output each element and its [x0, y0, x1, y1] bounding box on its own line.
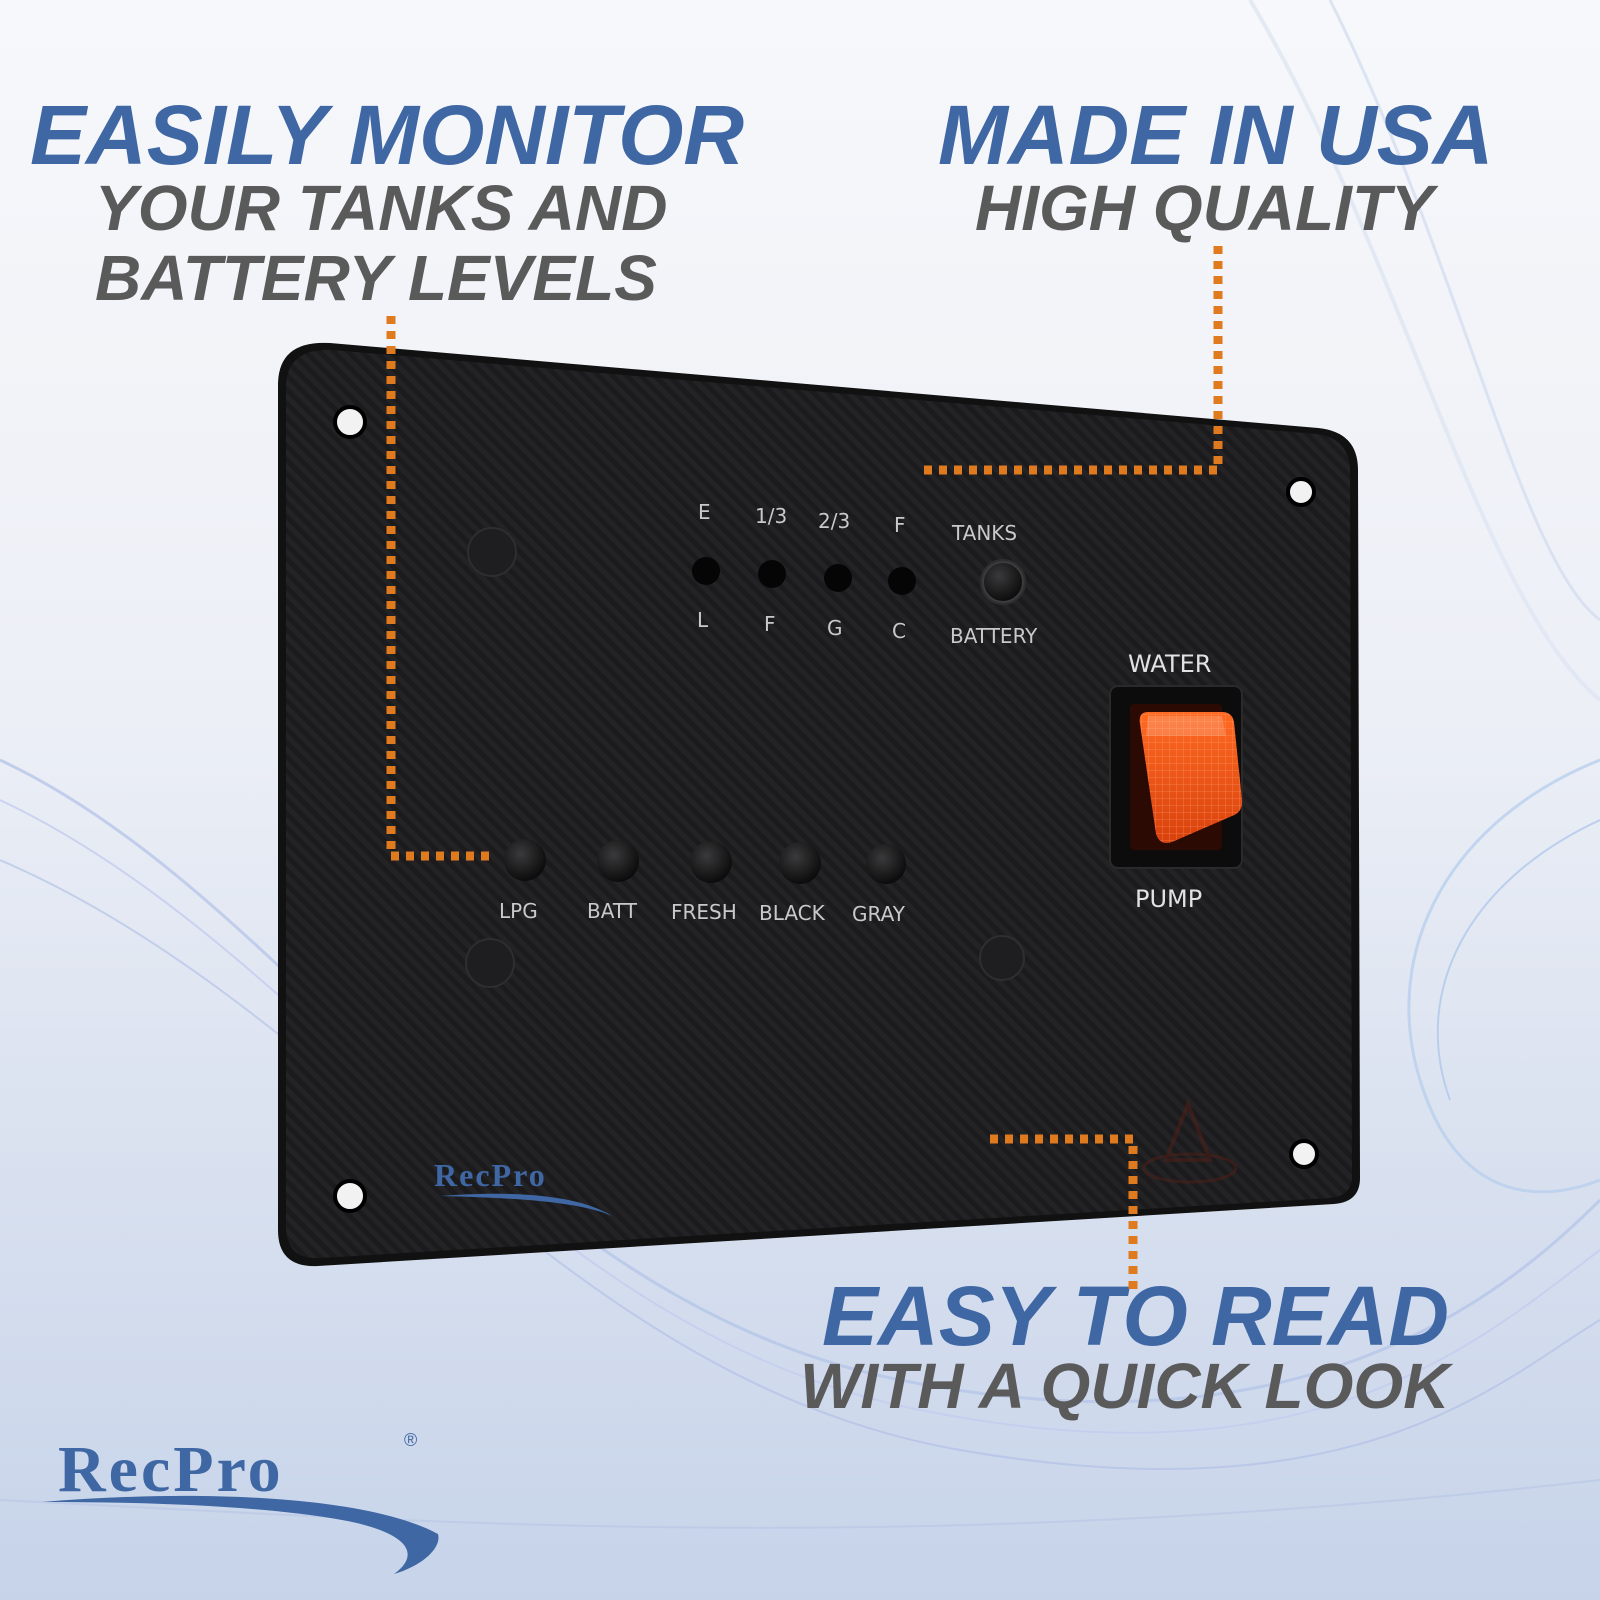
level-led-2-3	[824, 564, 852, 592]
panel-logo: RecPro	[434, 1157, 612, 1216]
registered-mark: ®	[404, 1430, 418, 1450]
headline-monitor-line2: BATTERY LEVELS	[95, 242, 657, 314]
callout-lines	[386, 246, 1223, 1290]
level-label-bottom-l: L	[697, 608, 709, 632]
level-label-top-2-3: 2/3	[818, 509, 850, 533]
level-label-top-e: E	[698, 500, 711, 524]
headline-monitor-line1: YOUR TANKS AND	[95, 172, 668, 244]
callout-line-read	[990, 1134, 1138, 1290]
embossed-emblem-icon	[1142, 1098, 1238, 1184]
level-label-bottom-g: G	[827, 616, 843, 640]
tank-label-fresh: FRESH	[671, 900, 737, 924]
tank-label-batt: BATT	[587, 899, 638, 923]
black-button[interactable]	[779, 842, 821, 884]
lpg-button[interactable]	[504, 839, 546, 881]
level-led-e	[692, 557, 720, 585]
mounting-hole	[333, 405, 367, 439]
level-label-top-1-3: 1/3	[755, 504, 787, 528]
mounting-hole	[333, 1179, 367, 1213]
tank-label-lpg: LPG	[499, 899, 538, 923]
screw-cap	[467, 527, 517, 577]
mounting-hole	[1289, 1139, 1319, 1169]
level-led-1-3	[758, 560, 786, 588]
level-leds	[692, 557, 916, 595]
level-label-bottom-c: C	[892, 619, 906, 643]
brand-logo-text: RecPro	[58, 1433, 284, 1506]
brand-logo: RecPro ®	[42, 1430, 462, 1574]
headline-usa-title: MADE IN USA	[938, 88, 1494, 182]
mounting-hole	[1286, 477, 1316, 507]
headline-usa-subtitle: HIGH QUALITY	[975, 172, 1434, 244]
callout-line-usa	[922, 246, 1223, 475]
level-label-top-f: F	[894, 513, 906, 537]
callout-line-monitor	[386, 316, 496, 861]
tanks-battery-button[interactable]	[982, 561, 1024, 603]
batt-button[interactable]	[597, 840, 639, 882]
mode-label-tanks: TANKS	[951, 521, 1017, 545]
screw-cap	[979, 935, 1025, 981]
mode-label-battery: BATTERY	[950, 624, 1038, 648]
brand-swoosh-icon	[42, 1495, 439, 1574]
level-label-bottom-f: F	[764, 612, 776, 636]
switch-label-pump: PUMP	[1135, 885, 1202, 913]
headline-read-subtitle: WITH A QUICK LOOK	[800, 1350, 1450, 1422]
water-pump-rocker-switch[interactable]	[1139, 712, 1243, 843]
headline-monitor-title: EASILY MONITOR	[30, 88, 745, 182]
level-led-f	[888, 567, 916, 595]
panel-logo-text: RecPro	[434, 1157, 547, 1193]
switch-label-water: WATER	[1128, 650, 1211, 678]
screw-cap	[465, 938, 515, 988]
tank-label-black: BLACK	[759, 901, 826, 925]
tank-label-gray: GRAY	[852, 902, 906, 926]
gray-button[interactable]	[866, 844, 906, 884]
fresh-button[interactable]	[690, 841, 732, 883]
